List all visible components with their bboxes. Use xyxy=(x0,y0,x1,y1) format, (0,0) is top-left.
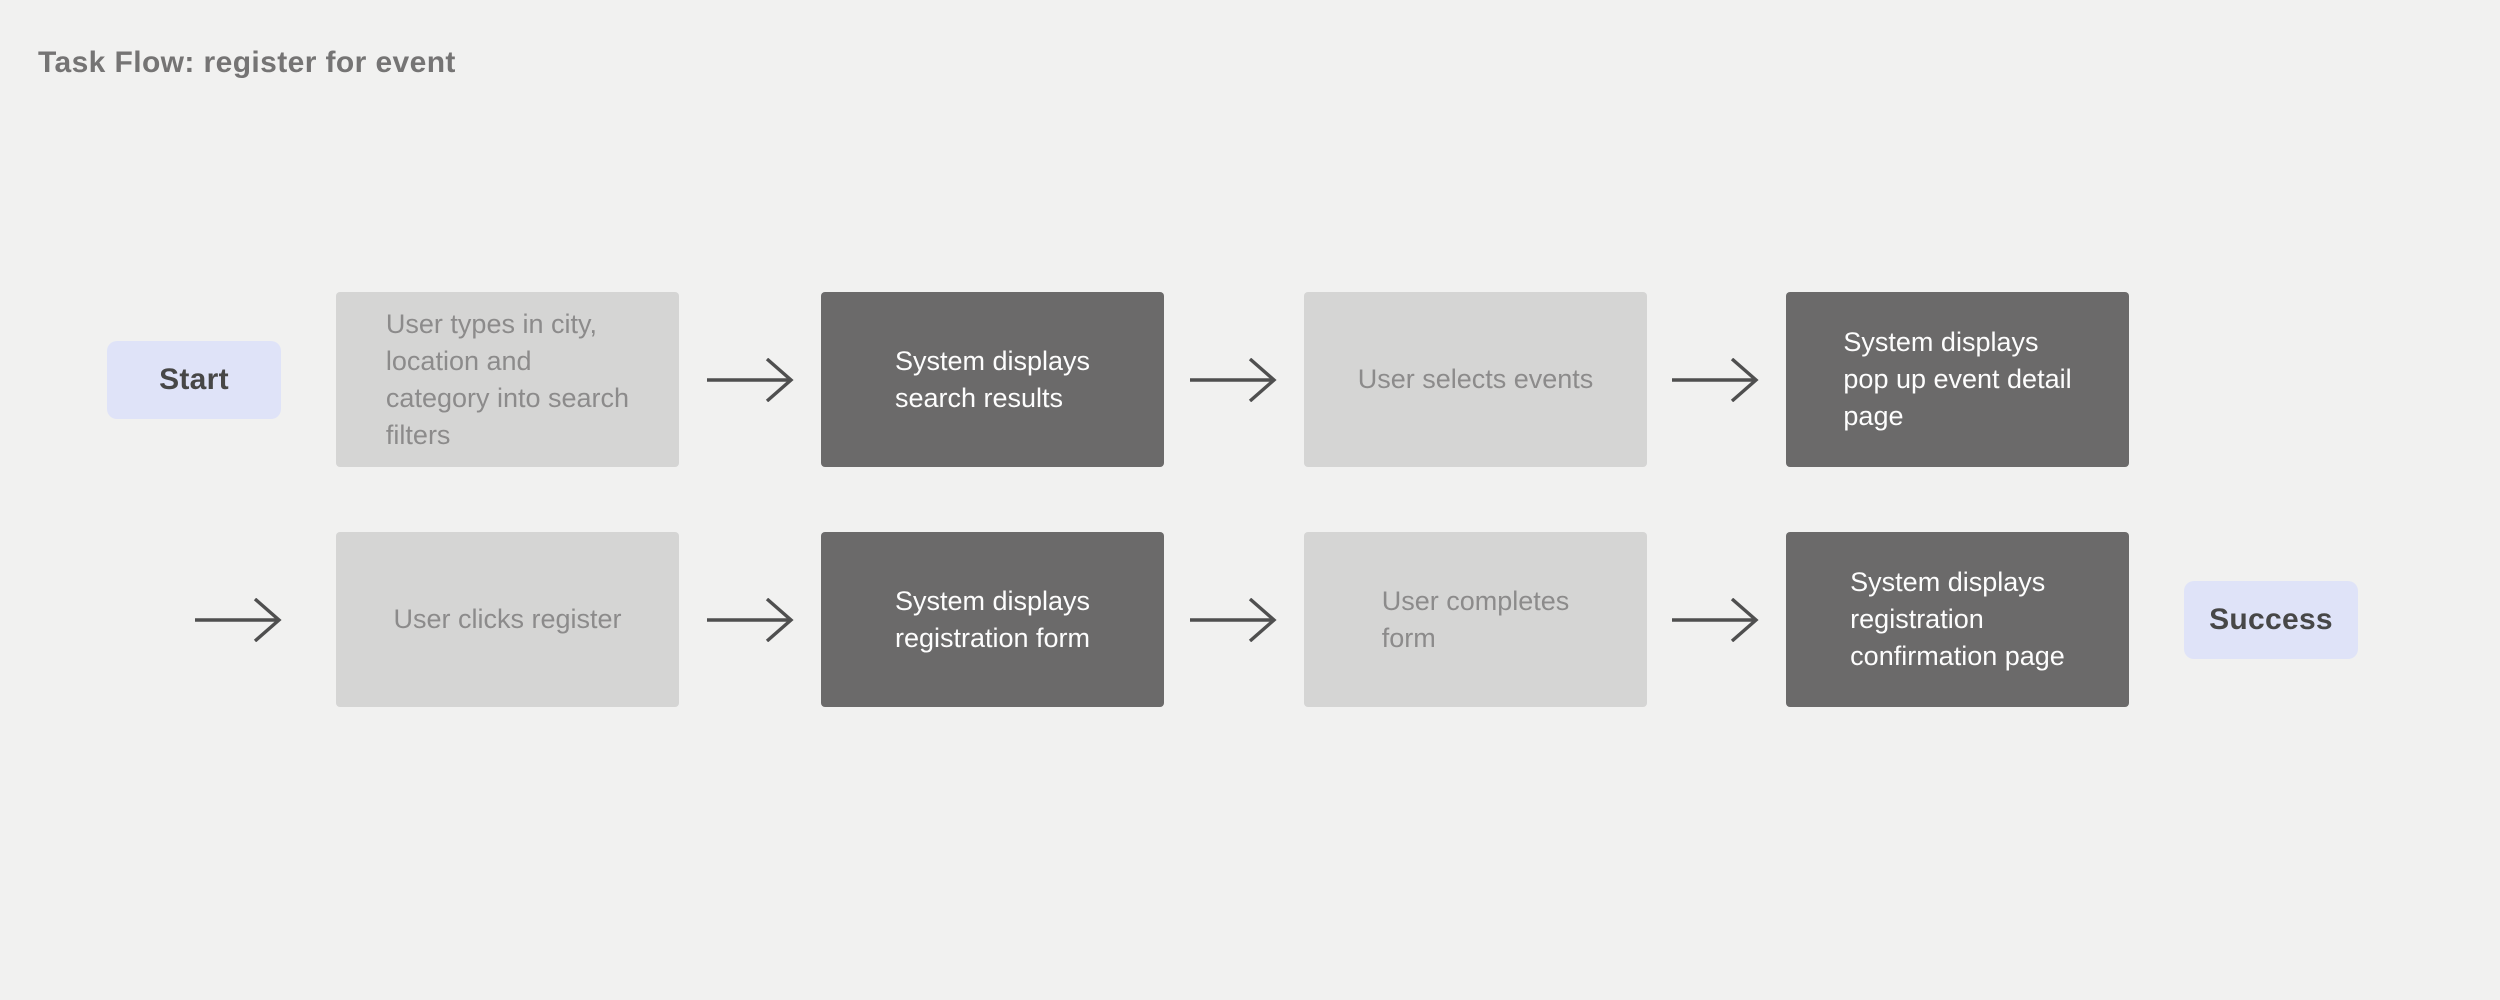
arrow-right-icon xyxy=(1672,598,1759,642)
arrow-right-icon xyxy=(1672,358,1759,402)
arrow-connector xyxy=(1671,598,1759,642)
step-text: User clicks register xyxy=(393,604,622,634)
arrow-right-icon xyxy=(707,598,794,642)
step-user-clicks-register: User clicks register xyxy=(336,532,679,707)
arrow-connector xyxy=(1189,598,1277,642)
arrow-right-icon xyxy=(1190,598,1277,642)
step-user-selects-events: User selects events xyxy=(1304,292,1647,467)
arrow-right-icon xyxy=(1190,358,1277,402)
arrow-connector xyxy=(194,598,282,642)
arrow-connector xyxy=(706,598,794,642)
arrow-right-icon xyxy=(707,358,794,402)
step-text: User types in city, location and categor… xyxy=(385,308,630,450)
arrow-connector xyxy=(1671,358,1759,402)
step-user-search-filters: User types in city, location and categor… xyxy=(336,292,679,467)
step-text: System displays registration confirmatio… xyxy=(1850,567,2065,671)
step-text: User completes form xyxy=(1381,585,1570,653)
arrow-right-icon xyxy=(195,598,282,642)
step-text: System displays pop up event detail page xyxy=(1843,327,2072,431)
step-system-search-results: System displays search results xyxy=(821,292,1164,467)
step-text: System displays registration form xyxy=(894,585,1091,653)
step-system-event-detail: System displays pop up event detail page xyxy=(1786,292,2129,467)
success-node: Success xyxy=(2184,581,2358,659)
start-label: Start xyxy=(159,363,229,396)
step-user-completes-form: User completes form xyxy=(1304,532,1647,707)
page-title: Task Flow: register for event xyxy=(38,46,456,79)
arrow-connector xyxy=(706,358,794,402)
step-text: System displays search results xyxy=(894,345,1091,413)
step-text: User selects events xyxy=(1357,364,1594,394)
step-system-confirmation-page: System displays registration confirmatio… xyxy=(1786,532,2129,707)
arrow-connector xyxy=(1189,358,1277,402)
step-system-registration-form: System displays registration form xyxy=(821,532,1164,707)
success-label: Success xyxy=(2209,603,2333,636)
start-node: Start xyxy=(107,341,281,419)
